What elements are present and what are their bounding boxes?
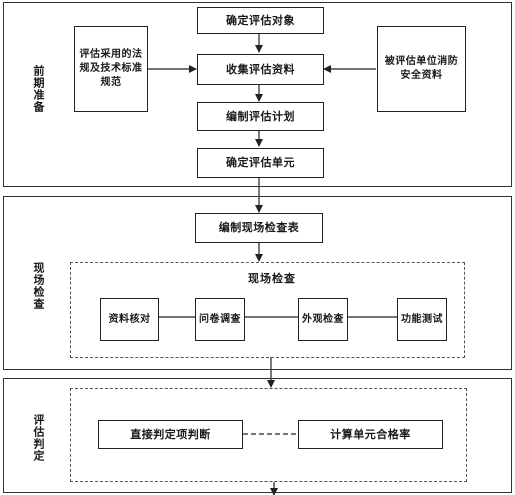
box-visual-inspection: 外观检查 — [298, 298, 348, 341]
stage-eval — [3, 378, 512, 493]
group-evaluation — [70, 388, 467, 482]
box-determine-object: 确定评估对象 — [197, 7, 324, 34]
box-questionnaire: 问卷调查 — [195, 298, 245, 341]
stage-check-label: 现场检查 — [32, 262, 45, 310]
box-function-test: 功能测试 — [397, 298, 447, 341]
group-onsite-check — [70, 262, 465, 358]
box-collect-data: 收集评估资料 — [197, 54, 324, 85]
box-regulations-standards: 评估采用的法规及技术标准规范 — [74, 26, 148, 112]
box-make-checklist: 编制现场检查表 — [195, 213, 323, 243]
box-unit-pass-rate: 计算单元合格率 — [298, 420, 443, 449]
box-direct-judgment: 直接判定项判断 — [98, 420, 243, 449]
stage-eval-label: 评估判定 — [32, 414, 45, 462]
stage-prep — [3, 2, 512, 187]
box-make-plan: 编制评估计划 — [197, 102, 324, 131]
box-data-verification: 资料核对 — [100, 298, 159, 341]
stage-prep-label: 前期准备 — [32, 65, 45, 113]
stage-check — [3, 196, 512, 370]
box-fire-safety-data: 被评估单位消防安全资料 — [377, 26, 466, 112]
box-determine-units: 确定评估单元 — [197, 148, 324, 178]
group-onsite-check-title: 现场检查 — [248, 272, 296, 285]
